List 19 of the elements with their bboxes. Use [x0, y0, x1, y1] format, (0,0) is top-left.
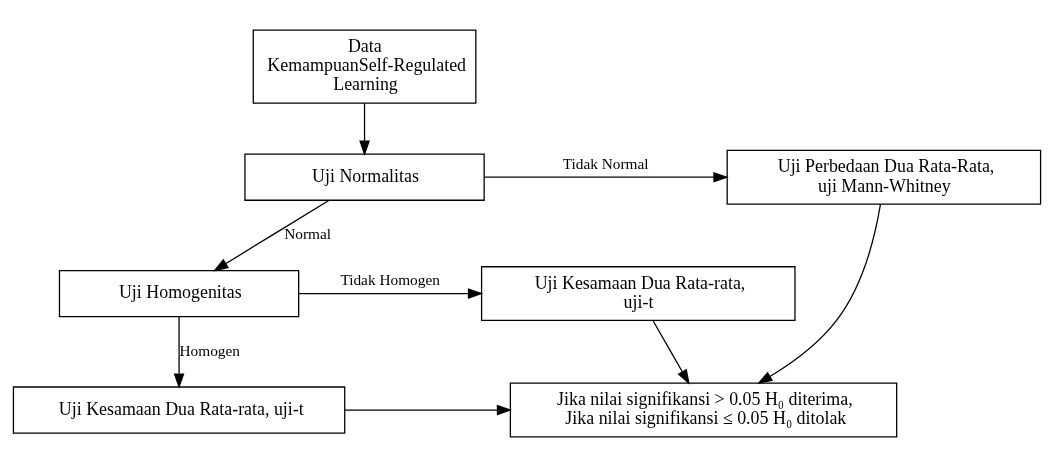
arrow [359, 102, 370, 156]
node-box: Uji Homogenitas [58, 269, 300, 318]
node-box: Uji Kesamaan Dua Rata-rata, uji-t [480, 266, 796, 322]
arrow [483, 171, 729, 183]
arrow [213, 199, 330, 272]
node-box: Jika nilai signifikansi > 0.05 H₀ diterima, Jika nilai signifikansi ≤ 0.05 H₀ ditolak [509, 382, 898, 438]
edge-label: Normal [284, 225, 332, 243]
edge-label: Homogen [179, 341, 240, 359]
arrow [344, 404, 513, 416]
node-box: Uji Normalitas [244, 153, 485, 201]
arrow [757, 203, 882, 384]
node-box: Uji Perbedaan Dua Rata-Rata, uji Mann-Whitney [726, 149, 1042, 205]
node-box: Uji Kesamaan Dua Rata-rata, uji-t [12, 386, 346, 434]
arrow [652, 320, 690, 385]
node-box: Data KemampuanSelf-Regulated Learning [252, 29, 477, 104]
arrow [298, 288, 484, 299]
arrow [173, 316, 185, 389]
edge-label: Tidak Homogen [340, 271, 440, 289]
edge-label: Tidak Normal [562, 155, 649, 173]
